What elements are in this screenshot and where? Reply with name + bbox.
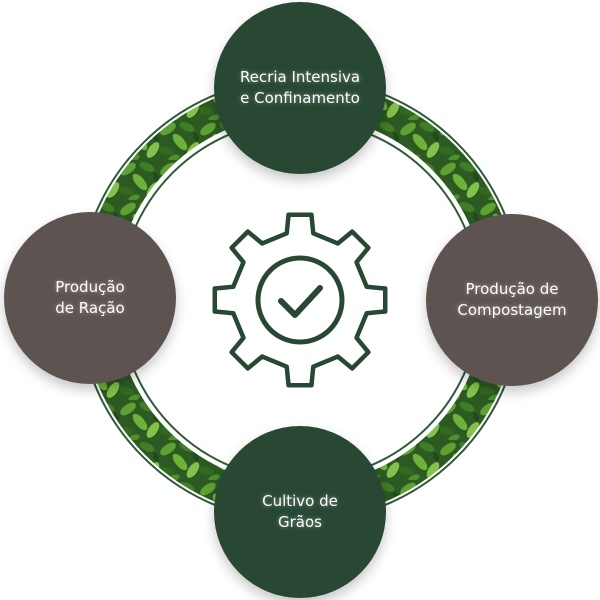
gear-icon <box>212 212 388 388</box>
gear-outline <box>212 212 388 388</box>
check-circle <box>255 255 345 345</box>
check-icon <box>278 285 323 318</box>
node-recria-confinamento: Recria Intensiva e Confinamento <box>214 2 386 174</box>
node-bottom-label: Cultivo de Grãos <box>262 492 338 531</box>
node-left-label: Produção de Ração <box>55 278 125 317</box>
node-cultivo-graos: Cultivo de Grãos <box>214 426 386 598</box>
node-top-label: Recria Intensiva e Confinamento <box>239 68 361 107</box>
gear-check-icon <box>205 205 395 395</box>
node-right-label: Produção de Compostagem <box>457 280 567 319</box>
node-producao-racao: Produção de Ração <box>4 212 176 384</box>
node-producao-compostagem: Produção de Compostagem <box>426 214 598 386</box>
